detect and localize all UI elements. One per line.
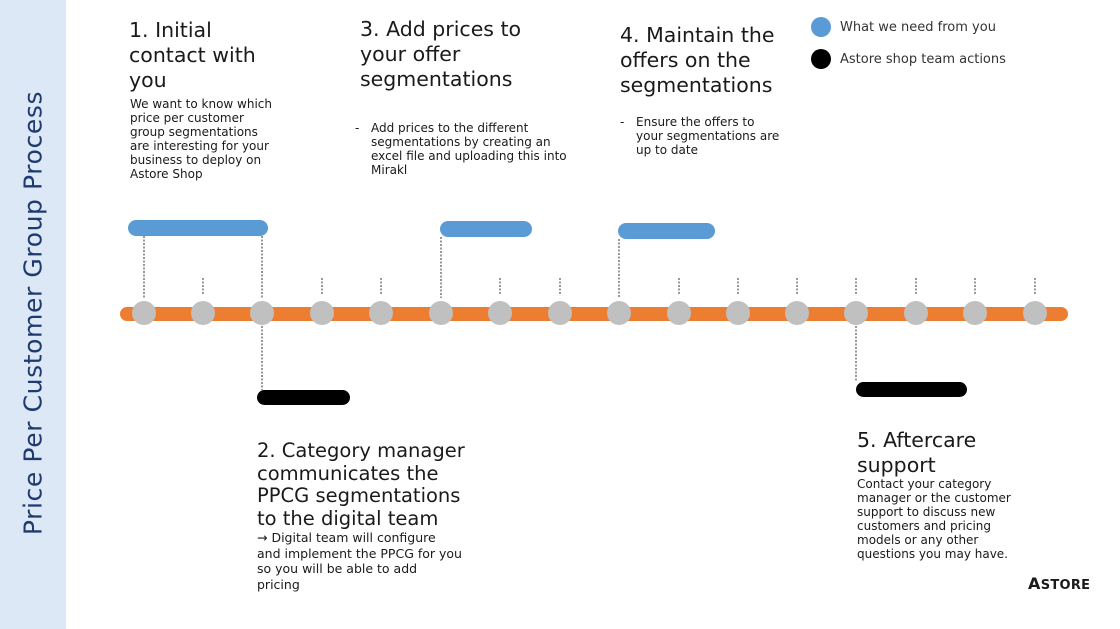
- step-1-need-bar: [128, 220, 268, 236]
- timeline-node: [607, 301, 631, 325]
- step-3-title: 3. Add prices to your offer segmentation…: [360, 17, 522, 91]
- step-3-need-bar: [440, 221, 532, 237]
- step-4-description: Ensure the offers to your segmentations …: [620, 115, 780, 157]
- step-5-description: Contact your category manager or the cus…: [857, 477, 1011, 561]
- timeline-node: [963, 301, 987, 325]
- timeline-node: [488, 301, 512, 325]
- timeline-node: [904, 301, 928, 325]
- step-2-title: 2. Category manager communicates the PPC…: [257, 439, 465, 530]
- timeline-node: [369, 301, 393, 325]
- legend-need-label: What we need from you: [840, 19, 996, 35]
- step-1-title: 1. Initial contact with you: [129, 18, 256, 92]
- step-2-action-bar: [257, 390, 350, 405]
- timeline-node: [1023, 301, 1047, 325]
- timeline-node: [844, 301, 868, 325]
- timeline-node: [667, 301, 691, 325]
- legend-need: What we need from you: [811, 17, 996, 37]
- blue-dot-icon: [811, 17, 831, 37]
- logo-initial: A: [1028, 574, 1041, 593]
- step-4-title: 4. Maintain the offers on the segmentati…: [620, 23, 775, 97]
- legend-actions: Astore shop team actions: [811, 49, 1006, 69]
- timeline-node: [726, 301, 750, 325]
- sidebar-panel: Price Per Customer Group Process: [0, 0, 66, 629]
- timeline-node: [429, 301, 453, 325]
- black-dot-icon: [811, 49, 831, 69]
- step-4-need-bar: [618, 223, 715, 239]
- step-2-description: → Digital team will configure and implem…: [257, 530, 462, 592]
- logo-rest: STORE: [1040, 578, 1091, 593]
- timeline-node: [191, 301, 215, 325]
- step-5-action-bar: [856, 382, 967, 397]
- timeline-node: [310, 301, 334, 325]
- legend-actions-label: Astore shop team actions: [840, 51, 1006, 67]
- timeline-nodes: [132, 301, 1047, 325]
- timeline-node: [548, 301, 572, 325]
- step-1-description: We want to know which price per customer…: [130, 97, 272, 181]
- timeline-track: [120, 307, 1068, 321]
- timeline-node: [785, 301, 809, 325]
- timeline-node: [250, 301, 274, 325]
- timeline-ticks: [202, 278, 1036, 294]
- astore-logo: ASTORE: [1028, 574, 1090, 593]
- step-5-title: 5. Aftercare support: [857, 428, 977, 477]
- step-3-description: Add prices to the different segmentation…: [355, 121, 580, 177]
- timeline-node: [132, 301, 156, 325]
